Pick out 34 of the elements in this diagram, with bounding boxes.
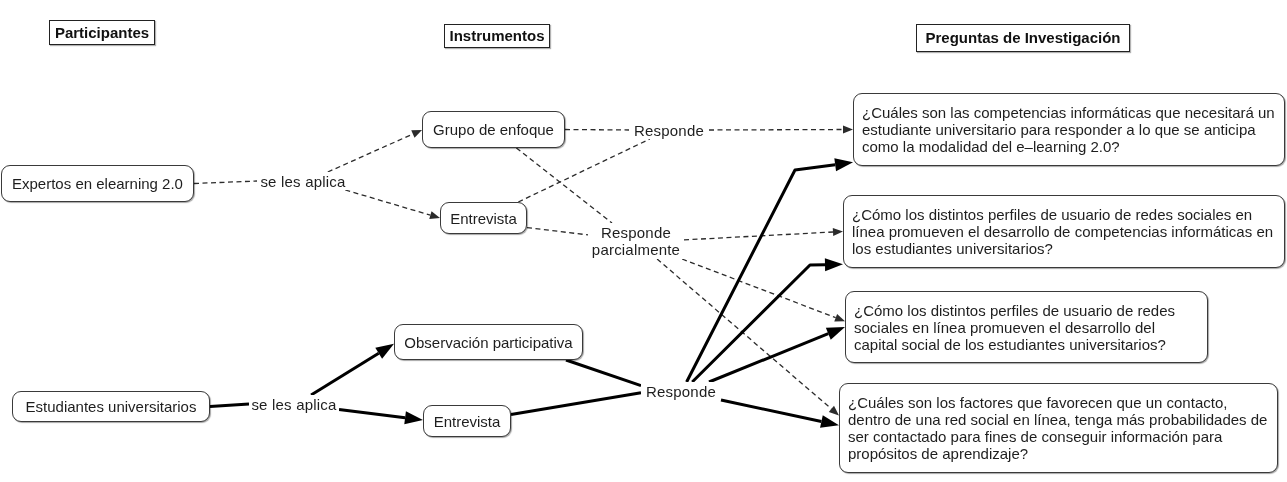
concept-node: Entrevista [440, 202, 527, 234]
question-node: ¿Cómo los distintos perfiles de usuario de redes sociales en línea promueven el desarrollo de competencias informáticas en los estudiantes universitarios? [843, 195, 1285, 268]
connector-line [193, 180, 258, 185]
connector-arrow [691, 258, 843, 384]
concept-node: Grupo de enfoque [422, 111, 565, 148]
connector-line [515, 147, 613, 224]
concept-node: Estudiantes universitarios [12, 391, 210, 422]
concept-node: Expertos en elearning 2.0 [1, 165, 194, 202]
connector-arrow [344, 189, 440, 220]
connector-arrow [708, 125, 853, 134]
connector-arrow [310, 343, 394, 397]
connector-arrow [681, 258, 846, 322]
question-node: ¿Cuáles son los factores que favorecen que un contacto, dentro de una red social en línea, tenga más probabilidades de ser contactado para fines de conseguir información para propósitos de aprendizaje? [839, 383, 1278, 473]
connector-arrow [708, 326, 845, 384]
connector-arrow [327, 129, 423, 173]
connector-arrow [720, 398, 839, 428]
column-header: Preguntas de Investigación [916, 24, 1130, 52]
column-header: Instrumentos [444, 24, 550, 48]
concept-node: Observación participativa [394, 324, 583, 360]
connector-line [564, 128, 630, 131]
question-node: ¿Cuáles son las competencias informáticas que necesitará un estudiante universitario para responder a lo que se anticipa como la modalidad del e–learning 2.0? [853, 93, 1285, 166]
connector-arrow [683, 228, 843, 241]
connector-line [526, 226, 589, 236]
concept-node: Entrevista [423, 405, 511, 437]
column-header: Participantes [49, 20, 155, 45]
connector-line [510, 391, 642, 417]
linking-phrase: se les aplica [249, 395, 339, 413]
connector-arrow [656, 258, 839, 416]
connector-line [517, 138, 651, 203]
connector-arrow [685, 158, 854, 383]
connector-line [565, 358, 642, 387]
connector-arrow [338, 407, 423, 425]
connector-line [209, 402, 250, 408]
question-node: ¿Cómo los distintos perfiles de usuario de redes sociales en línea promueven el desarrollo del capital social de los estudiantes universitarios? [845, 291, 1208, 363]
